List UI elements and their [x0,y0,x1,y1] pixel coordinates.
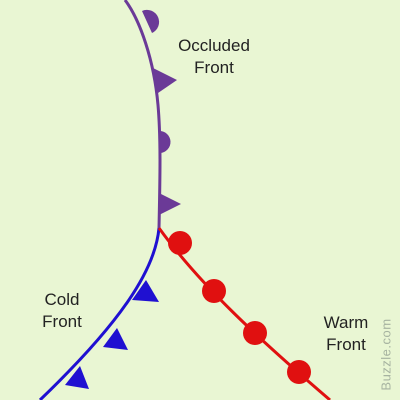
occluded-front-label-line1: Occluded [178,36,250,55]
cold-front-line [38,227,161,400]
cold-front-triangle-2 [103,328,128,350]
warm-front-semicircle-1 [168,231,192,255]
cold-front-label-line1: Cold [44,290,80,309]
occluded-front-triangle-1 [153,68,177,93]
warm-front-semicircle-4 [287,360,311,384]
occluded-front-line [123,0,162,229]
cold-front-triangle-1 [132,280,159,302]
occluded-front-semicircle-1 [142,9,160,34]
occluded-front-label-line2: Front [194,58,234,77]
warm-front-label-line1: Warm [323,313,369,332]
cold-front-label: Cold Front [26,289,98,333]
warm-front-semicircle-3 [243,321,267,345]
occluded-front-semicircle-2 [159,130,171,153]
warm-front-semicircle-2 [202,279,226,303]
buzzle-watermark: Buzzle.com [378,318,394,391]
cold-front-label-line2: Front [42,312,82,331]
warm-front-label-line2: Front [326,335,366,354]
occluded-front-triangle-2 [159,193,181,215]
occluded-front-label: Occluded Front [166,35,262,79]
warm-front-label: Warm Front [306,312,386,356]
cold-front-triangle-3 [65,366,89,389]
